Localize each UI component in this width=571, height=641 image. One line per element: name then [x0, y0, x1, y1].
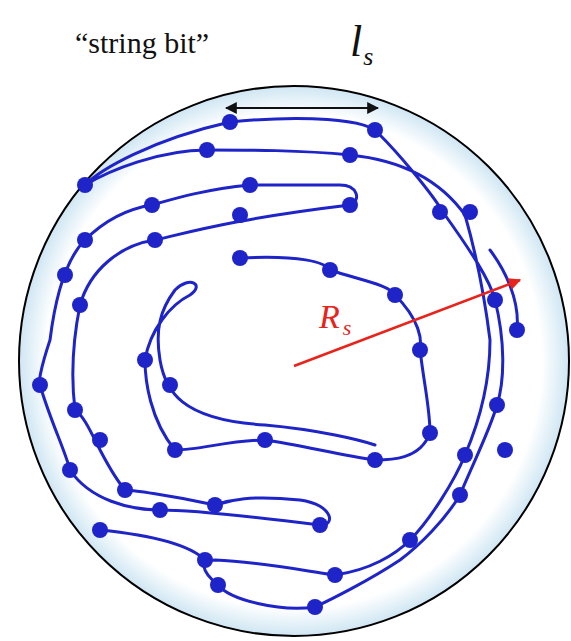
length-symbol: l: [350, 20, 362, 64]
caption-text: “string bit”: [75, 28, 209, 58]
subscript: s: [363, 44, 373, 70]
length-arrow: [226, 107, 378, 109]
radius-arrow: [294, 280, 520, 366]
string-curve: [39, 118, 517, 608]
boundary-circle: [19, 86, 569, 636]
radius-symbol: R: [318, 300, 341, 334]
string-bit-dots: [32, 114, 525, 615]
subscript: s: [342, 317, 353, 339]
